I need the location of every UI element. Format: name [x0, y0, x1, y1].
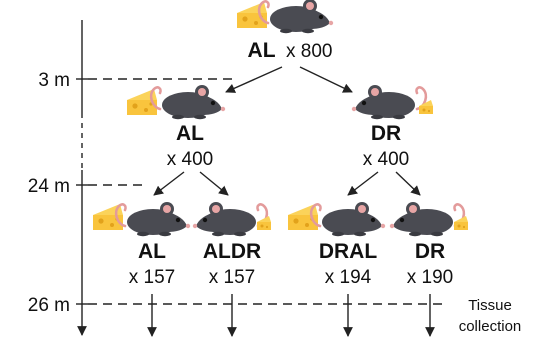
- split-arrow-al-to-al: [153, 171, 185, 196]
- split-arrow-dr-to-dral: [347, 171, 379, 196]
- final-group-dr-diet: DR: [415, 240, 445, 263]
- final-group-dral-diet: DRAL: [319, 240, 377, 263]
- split-arrow-al-to-aldr: [199, 171, 229, 196]
- split-arrow-right: [299, 66, 353, 93]
- final-group-al-diet: AL: [138, 240, 166, 263]
- final-group-aldr-count: x 157: [209, 267, 255, 288]
- split-arrow-left: [225, 66, 283, 93]
- cheese-large-icon: [237, 2, 267, 28]
- tissue-collection-label-2: collection: [459, 318, 522, 335]
- mid-group-dr-count: x 400: [363, 149, 409, 170]
- final-group-al-count: x 157: [129, 267, 175, 288]
- mid-group-al-count: x 400: [167, 149, 213, 170]
- final-group-dral-count: x 194: [325, 267, 372, 288]
- final-group-dr-count: x 190: [407, 267, 453, 288]
- top-group-diet: AL: [248, 39, 276, 62]
- mouse-icon: [350, 83, 428, 121]
- timepoint-3m-label: 3 m: [38, 70, 70, 91]
- timepoint-24m-label: 24 m: [28, 176, 70, 197]
- timepoint-26m-label: 26 m: [28, 295, 70, 316]
- tissue-collection-label: Tissue: [468, 297, 512, 314]
- mid-group-dr-diet: DR: [371, 122, 401, 145]
- mouse-icon: [257, 0, 335, 35]
- mouse-icon: [114, 200, 192, 238]
- top-group-label: AL x 800: [248, 39, 333, 62]
- final-group-aldr-diet: ALDR: [203, 240, 261, 263]
- mid-group-al-diet: AL: [176, 122, 204, 145]
- mouse-icon: [191, 200, 269, 238]
- split-arrow-dr-to-dr: [395, 171, 421, 196]
- mouse-icon: [149, 83, 227, 121]
- cheese-small-icon: [454, 216, 468, 230]
- top-group-count: x 800: [286, 41, 332, 62]
- cheese-small-icon: [257, 216, 271, 230]
- mouse-icon: [309, 200, 387, 238]
- mouse-icon: [388, 200, 466, 238]
